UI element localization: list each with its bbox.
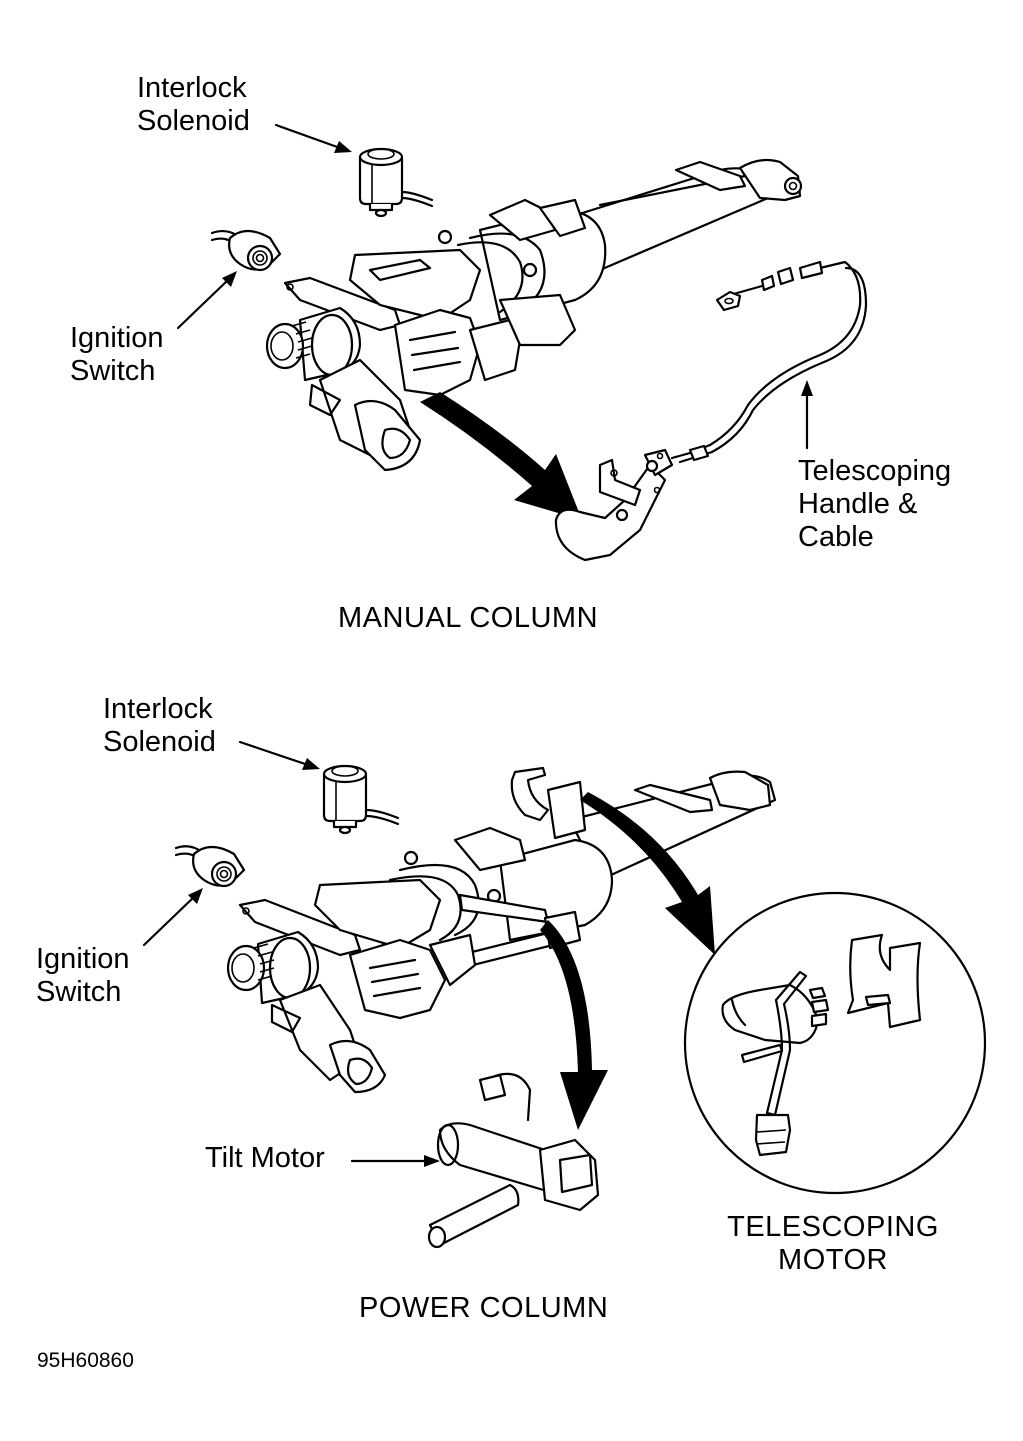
power-column-caption: POWER COLUMN	[359, 1292, 609, 1324]
label-line: Interlock	[137, 72, 247, 104]
power-telescoping-motor-arrow	[580, 792, 715, 955]
label-line: Switch	[70, 355, 156, 387]
manual-label-arrows	[176, 123, 813, 450]
power-interlock-solenoid-label: Interlock Solenoid	[103, 693, 216, 759]
power-ignition-switch-label: Ignition Switch	[36, 943, 130, 1009]
manual-telescoping-cable-part	[670, 260, 868, 464]
label-line: Ignition	[36, 943, 130, 975]
power-steering-column-body	[226, 766, 777, 1094]
label-line: Interlock	[103, 693, 213, 725]
label-line: TELESCOPING	[727, 1211, 939, 1243]
manual-interlock-solenoid-part	[358, 147, 434, 218]
label-line: Telescoping	[798, 455, 952, 487]
tilt-motor-label: Tilt Motor	[205, 1142, 325, 1174]
label-line: MOTOR	[778, 1244, 888, 1276]
manual-column-caption: MANUAL COLUMN	[338, 602, 599, 634]
power-interlock-solenoid-part	[322, 764, 400, 835]
label-line: Ignition	[70, 322, 164, 354]
manual-ignition-switch-part	[210, 229, 282, 272]
label-line: Switch	[36, 976, 122, 1008]
label-line: Cable	[798, 521, 874, 553]
telescoping-handle-cable-label: Telescoping Handle & Cable	[798, 455, 951, 554]
power-ignition-switch-part	[174, 845, 246, 888]
telescoping-motor-inset	[683, 891, 987, 1195]
label-line: Solenoid	[137, 105, 250, 137]
manual-interlock-solenoid-label: Interlock Solenoid	[137, 72, 250, 138]
power-column-drawing	[142, 740, 987, 1249]
telescoping-motor-label: TELESCOPING MOTOR	[713, 1211, 953, 1277]
figure-id: 95H60860	[37, 1349, 134, 1372]
manual-ignition-switch-label: Ignition Switch	[70, 322, 164, 388]
tilt-motor-part	[427, 1072, 600, 1249]
manual-steering-column-body	[265, 158, 803, 472]
label-line: Handle &	[798, 488, 918, 520]
label-line: Solenoid	[103, 726, 216, 758]
manual-telescoping-handle-part	[554, 448, 674, 562]
manual-pointer-arrow	[420, 392, 582, 520]
power-tilt-motor-arrow	[540, 920, 608, 1130]
manual-column-drawing	[176, 123, 868, 562]
power-label-arrows	[142, 740, 440, 1167]
